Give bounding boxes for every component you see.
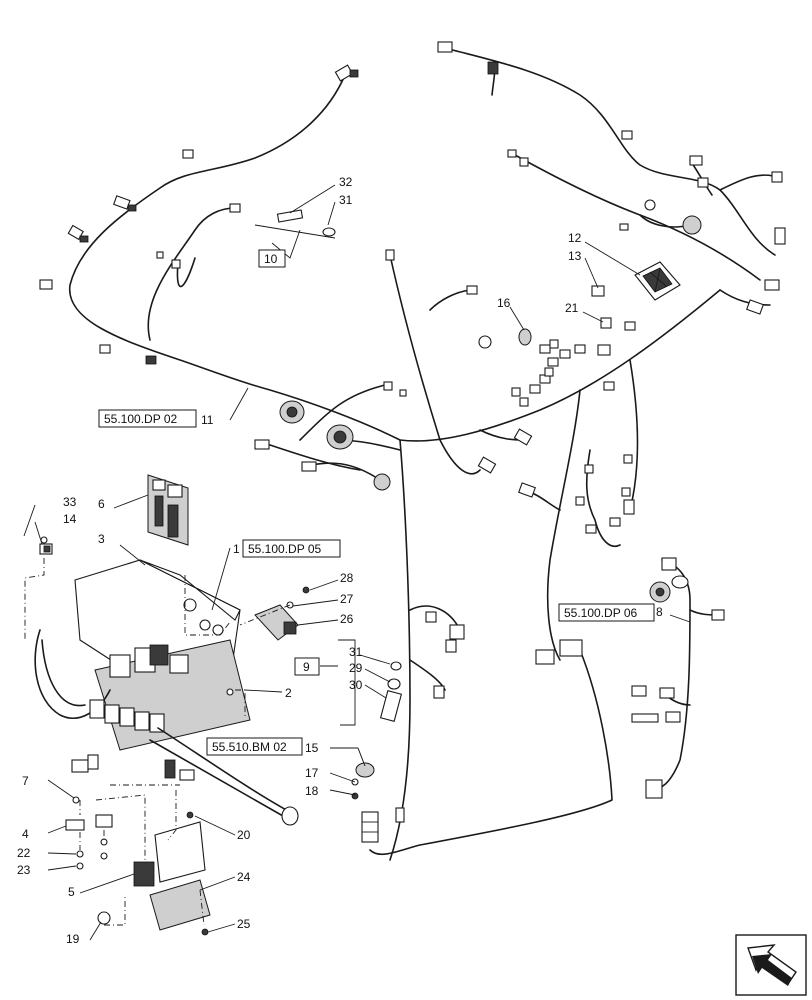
- callout-5: 5: [68, 885, 75, 899]
- parts-29-30-31: [379, 661, 403, 723]
- callout-31-bottom: 31: [349, 645, 363, 659]
- callout-23: 23: [17, 863, 31, 877]
- connectors-right-middle: [361, 454, 725, 843]
- callout-19: 19: [66, 932, 80, 946]
- group-box-10[interactable]: 10: [258, 249, 286, 268]
- callout-33: 33: [63, 495, 77, 509]
- connectors: [39, 41, 786, 498]
- callout-13: 13: [568, 249, 582, 263]
- callouts: 32 31 12 13 16 21 11 33 6 14 3 1 28 27 2…: [17, 175, 663, 946]
- callout-17: 17: [305, 766, 319, 780]
- connector-26: [254, 604, 299, 641]
- callout-24: 24: [237, 870, 251, 884]
- callout-11: 11: [201, 413, 214, 427]
- callout-21: 21: [565, 301, 579, 315]
- leader-lines: [23, 184, 691, 941]
- callout-20: 20: [237, 828, 251, 842]
- svg-text:55.100.DP 02: 55.100.DP 02: [104, 412, 177, 426]
- reference-box-dp02[interactable]: 55.100.DP 02: [98, 409, 197, 428]
- callout-3: 3: [98, 532, 105, 546]
- group-box-9[interactable]: 9: [294, 657, 320, 676]
- label-plate-6: [147, 474, 189, 546]
- callout-7: 7: [22, 774, 29, 788]
- relay-cluster-16: [478, 328, 586, 407]
- callout-29: 29: [349, 661, 363, 675]
- callout-27: 27: [340, 592, 354, 606]
- reference-box-dp05[interactable]: 55.100.DP 05: [242, 539, 341, 558]
- callout-31-top: 31: [339, 193, 353, 207]
- callout-25: 25: [237, 917, 251, 931]
- svg-text:9: 9: [303, 660, 310, 674]
- switch-12: [591, 261, 681, 301]
- callout-12: 12: [568, 231, 582, 245]
- callout-15: 15: [305, 741, 319, 755]
- harness-right-middle: [369, 359, 721, 855]
- callout-28: 28: [340, 571, 354, 585]
- control-panel-3: [34, 559, 299, 826]
- callout-14: 14: [63, 512, 77, 526]
- reference-box-bm02[interactable]: 55.510.BM 02: [206, 737, 303, 756]
- callout-4: 4: [22, 827, 29, 841]
- callout-6: 6: [98, 497, 105, 511]
- svg-text:55.100.DP 06: 55.100.DP 06: [564, 606, 637, 620]
- callout-32: 32: [339, 175, 353, 189]
- callout-16: 16: [497, 296, 511, 310]
- callout-1: 1: [233, 542, 240, 556]
- harness-11: [69, 74, 721, 861]
- reference-box-dp06[interactable]: 55.100.DP 06: [558, 603, 655, 622]
- callout-2: 2: [285, 686, 292, 700]
- callout-30: 30: [349, 678, 363, 692]
- lower-hardware: [39, 536, 310, 936]
- callout-22: 22: [17, 846, 31, 860]
- next-page-arrow-icon[interactable]: [735, 934, 807, 996]
- svg-text:55.100.DP 05: 55.100.DP 05: [248, 542, 321, 556]
- callout-26: 26: [340, 612, 354, 626]
- parts-15-17-18: [351, 747, 375, 800]
- callout-8: 8: [656, 605, 663, 619]
- harness-top-right: [444, 47, 781, 306]
- svg-text:55.510.BM 02: 55.510.BM 02: [212, 740, 287, 754]
- svg-text:10: 10: [264, 252, 278, 266]
- callout-18: 18: [305, 784, 319, 798]
